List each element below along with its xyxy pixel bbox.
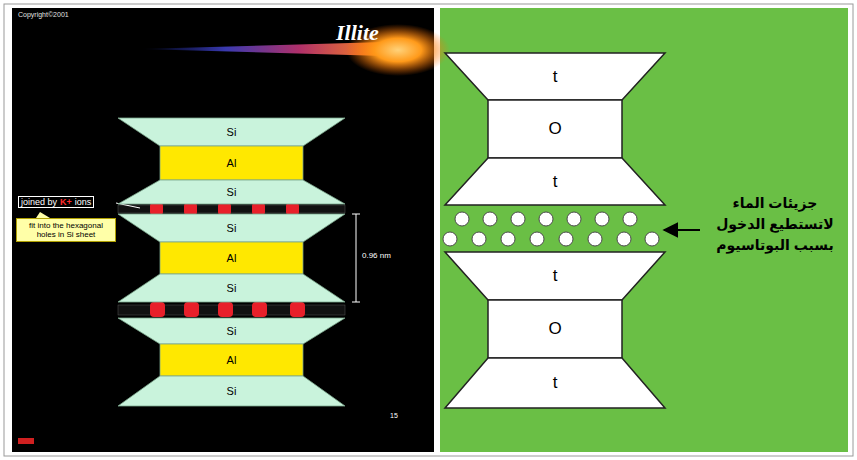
silica-sheet-shape	[118, 376, 345, 406]
copyright-note: Copyright©2001	[18, 11, 69, 19]
sheet-label: Si	[227, 126, 237, 139]
sheet-label: t	[553, 266, 558, 286]
sheet-label: Al	[227, 252, 237, 265]
alumina-sheet: Al	[160, 146, 303, 180]
sheet-label: t	[553, 67, 558, 87]
silica-sheet-shape	[118, 118, 345, 146]
mineral-name: Illite	[336, 20, 379, 45]
alumina-sheet-shape	[160, 146, 303, 180]
frame	[4, 4, 853, 456]
ion-annotation: joined byK+ions	[18, 196, 94, 208]
alumina-sheet: Al	[160, 344, 303, 376]
callout-box: fit into the hexagonal holes in Si sheet	[16, 218, 116, 242]
silica-sheet-shape	[118, 318, 345, 344]
sheet-label: Si	[227, 222, 237, 235]
silica-sheet: Si	[118, 214, 345, 242]
annotation: جزيئات الماء لاتستطيع الدخول بسبب البوتا…	[706, 193, 844, 256]
pointer-arrow	[664, 229, 700, 231]
sheet-label: O	[548, 319, 561, 339]
tetrahedral-sheet-shape	[445, 358, 665, 408]
potassium-ions	[150, 203, 299, 215]
tetrahedral-sheet: t	[445, 358, 665, 408]
silica-sheet: Si	[118, 180, 345, 204]
alumina-sheet-shape	[160, 344, 303, 376]
sheet-label: Al	[227, 354, 237, 367]
left-panel	[12, 8, 434, 452]
dimension-label: 0.96 nm	[362, 251, 391, 260]
silica-sheet: Si	[118, 376, 345, 406]
alumina-sheet: Al	[160, 242, 303, 274]
page-number: 15	[390, 412, 398, 420]
dimension-tick	[352, 214, 360, 215]
tetrahedral-sheet: t	[445, 158, 665, 205]
tetrahedral-sheet: t	[445, 252, 665, 300]
sheet-label: O	[548, 119, 561, 139]
octahedral-sheet: O	[488, 100, 622, 158]
silica-sheet-shape	[118, 180, 345, 204]
sheet-label: Al	[227, 157, 237, 170]
logo	[18, 438, 34, 444]
sheet-label: Si	[227, 385, 237, 398]
sheet-label: t	[553, 172, 558, 192]
silica-sheet: Si	[118, 274, 345, 302]
tetrahedral-sheet: t	[445, 53, 665, 100]
dimension-tick	[352, 302, 360, 303]
right-panel	[440, 8, 848, 452]
tetrahedral-sheet-shape	[445, 252, 665, 300]
tetrahedral-sheet-shape	[445, 53, 665, 100]
ion-symbol: K+	[60, 197, 72, 207]
sheet-label: Si	[227, 186, 237, 199]
tetrahedral-sheet-shape	[445, 158, 665, 205]
silica-sheet: Si	[118, 118, 345, 146]
silica-sheet-shape	[118, 214, 345, 242]
alumina-sheet-shape	[160, 242, 303, 274]
sheet-label: Si	[227, 325, 237, 338]
potassium-ions	[150, 302, 305, 317]
sheet-label: Si	[227, 282, 237, 295]
silica-sheet: Si	[118, 318, 345, 344]
sheet-label: t	[553, 373, 558, 393]
water-molecules	[443, 212, 659, 246]
silica-sheet-shape	[118, 274, 345, 302]
ion-label: ions	[75, 197, 92, 207]
octahedral-sheet: O	[488, 300, 622, 358]
octahedral-sheet-shape	[488, 100, 622, 158]
sheet-label: fit into the hexagonal holes in Si sheet	[20, 221, 112, 239]
dimension-line	[356, 214, 357, 302]
octahedral-sheet-shape	[488, 300, 622, 358]
ion-label: joined by	[21, 197, 57, 207]
